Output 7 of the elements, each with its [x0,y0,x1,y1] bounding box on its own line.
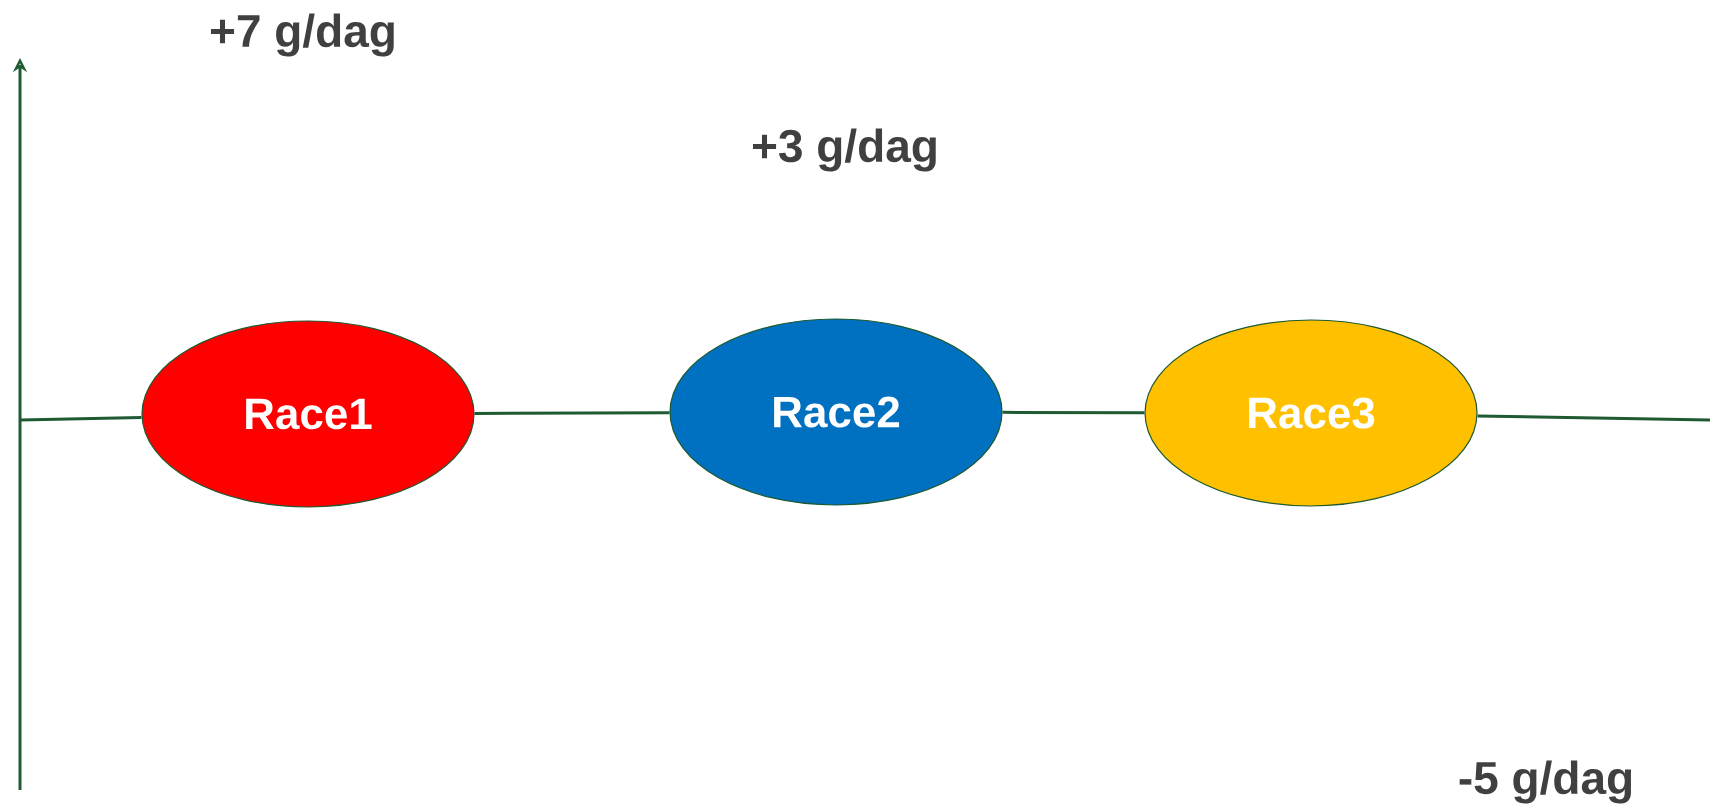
connector-line [1477,414,1710,422]
rate-label: +7 g/dag [211,13,394,57]
connector-line [474,411,670,415]
rate-label: +3 g/dag [753,128,936,172]
rate-label: -5 g/dag [1459,760,1632,804]
connector-line [1002,410,1145,415]
connector-line [19,415,142,422]
